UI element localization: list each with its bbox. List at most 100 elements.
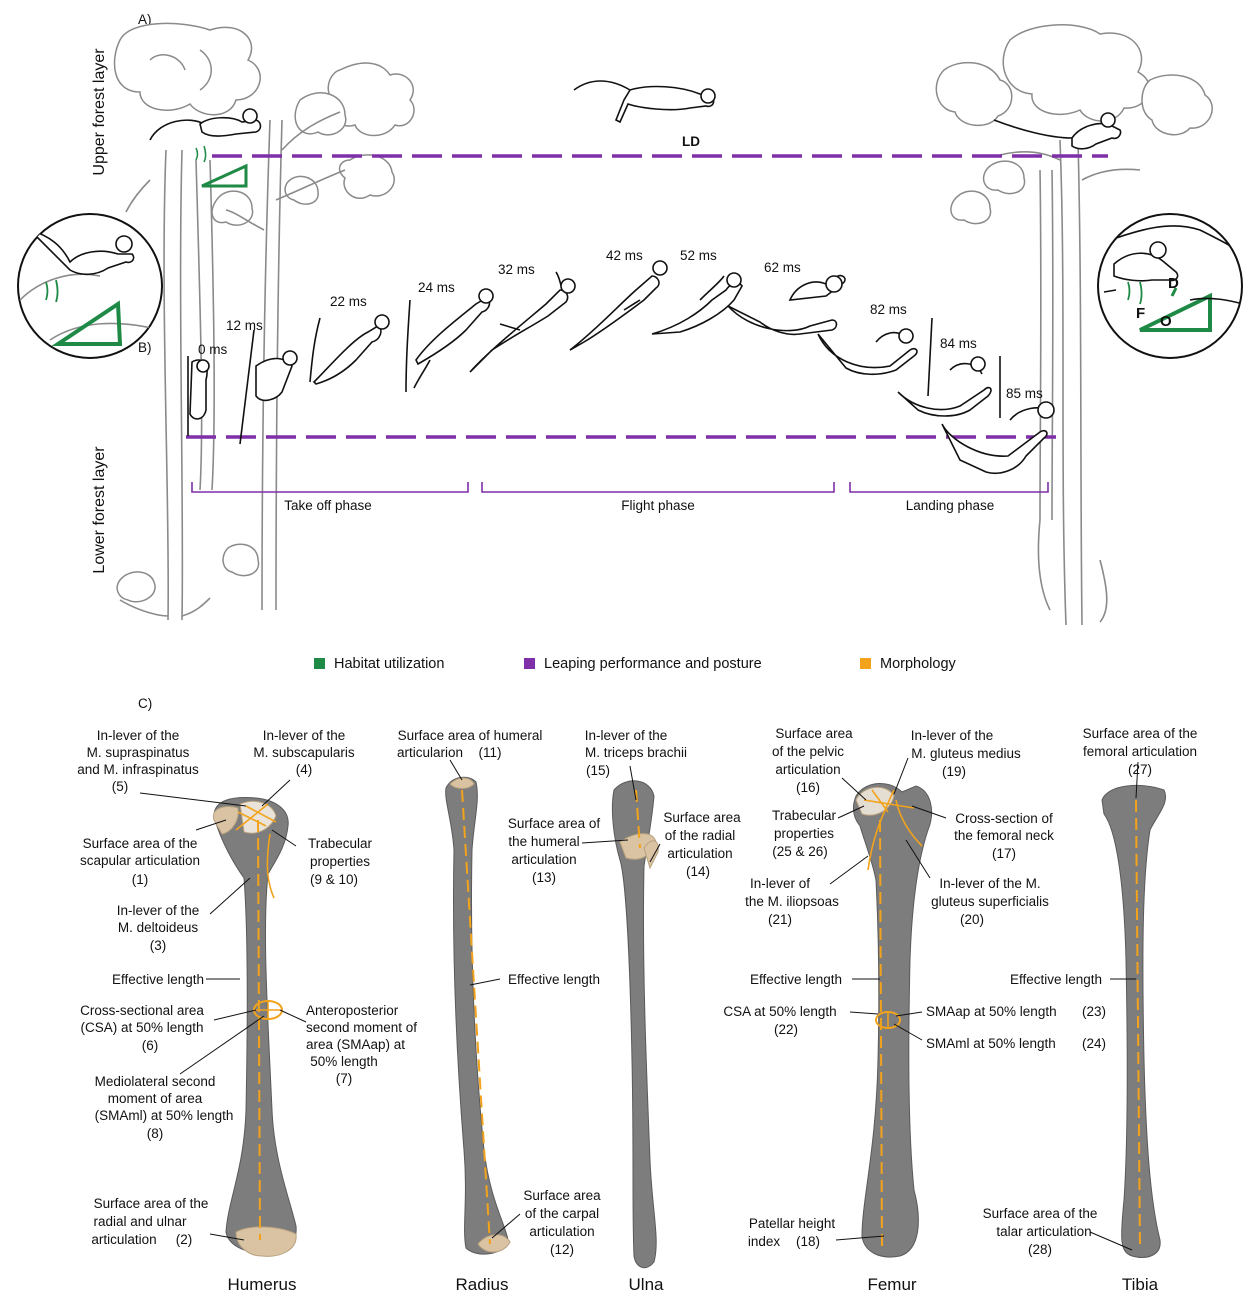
svg-text:(27): (27) (1128, 762, 1152, 777)
bone-name-tibia: Tibia (1122, 1275, 1159, 1294)
svg-text:Effective length: Effective length (508, 972, 600, 987)
frame-label: 82 ms (870, 302, 907, 317)
svg-text:In-lever of the M.: In-lever of the M. (939, 876, 1040, 891)
svg-text:M. gluteus medius: M. gluteus medius (911, 746, 1021, 761)
svg-text:(9 & 10): (9 & 10) (310, 872, 358, 887)
bone-name-humerus: Humerus (228, 1275, 297, 1294)
bone-name-radius: Radius (456, 1275, 509, 1294)
svg-text:Surface area of the: Surface area of the (83, 836, 198, 851)
phase-takeoff: Take off phase (284, 498, 372, 513)
svg-text:Anteroposterior: Anteroposterior (306, 1003, 399, 1018)
monkey-upper-right (994, 113, 1121, 149)
legend: Habitat utilization Leaping performance … (314, 656, 957, 672)
svg-text:properties: properties (774, 826, 834, 841)
panel-c-label: C) (138, 696, 152, 711)
svg-text:Surface area of: Surface area of (508, 816, 601, 831)
svg-text:the femoral neck: the femoral neck (954, 828, 1054, 843)
svg-text:Cross-sectional area: Cross-sectional area (80, 1003, 204, 1018)
svg-text:of the carpal: of the carpal (525, 1206, 599, 1221)
svg-text:(16): (16) (796, 780, 820, 795)
svg-text:the M. iliopsoas: the M. iliopsoas (745, 894, 839, 909)
svg-text:Cross-section of: Cross-section of (955, 811, 1053, 826)
frame-label: 12 ms (226, 318, 263, 333)
svg-text:Trabecular: Trabecular (308, 836, 373, 851)
svg-text:index: index (748, 1234, 781, 1249)
svg-text:(28): (28) (1028, 1242, 1052, 1257)
legend-swatch-habitat (314, 658, 325, 669)
leap-sequence (188, 261, 1054, 473)
svg-text:(3): (3) (150, 938, 167, 953)
phase-brackets (192, 482, 1048, 492)
svg-text:femoral articulation: femoral articulation (1083, 744, 1197, 759)
bone-names: Humerus Radius Ulna Femur Tibia (228, 1275, 1159, 1294)
svg-text:(17): (17) (992, 846, 1016, 861)
ld-label: LD (682, 134, 700, 149)
legend-swatch-leaping (524, 658, 535, 669)
inset-right: D F O (1098, 214, 1244, 358)
svg-text:M. triceps brachii: M. triceps brachii (585, 745, 687, 760)
svg-text:(18): (18) (796, 1234, 820, 1249)
svg-text:articularion: articularion (397, 745, 463, 760)
tibia-bone (1102, 785, 1166, 1257)
panel-b-label: B) (138, 340, 152, 355)
svg-text:area (SMAap) at: area (SMAap) at (306, 1037, 405, 1052)
svg-text:(6): (6) (142, 1038, 159, 1053)
svg-text:(22): (22) (774, 1022, 798, 1037)
femur-bone (853, 783, 931, 1257)
svg-text:(19): (19) (942, 764, 966, 779)
phase-landing: Landing phase (906, 498, 995, 513)
frame-label: 0 ms (198, 342, 228, 357)
upper-layer-label: Upper forest layer (91, 48, 108, 176)
svg-text:articulation: articulation (91, 1232, 156, 1247)
svg-text:(7): (7) (336, 1071, 353, 1086)
legend-leaping: Leaping performance and posture (544, 656, 762, 672)
svg-text:(24): (24) (1082, 1036, 1106, 1051)
bone-name-femur: Femur (867, 1275, 916, 1294)
svg-text:Trabecular: Trabecular (772, 808, 837, 823)
svg-text:Surface area of humeral: Surface area of humeral (398, 728, 543, 743)
svg-text:articulation: articulation (667, 846, 732, 861)
frame-label: 84 ms (940, 336, 977, 351)
svg-text:SMAap at 50% length: SMAap at 50% length (926, 1004, 1057, 1019)
svg-text:In-lever of the: In-lever of the (585, 728, 668, 743)
left-tree (115, 23, 415, 620)
svg-text:In-lever of the: In-lever of the (97, 728, 180, 743)
phase-flight: Flight phase (621, 498, 695, 513)
svg-text:(CSA) at 50% length: (CSA) at 50% length (80, 1020, 203, 1035)
svg-text:Surface area: Surface area (663, 810, 741, 825)
tibia-labels: Surface area of the femoral articulation… (983, 726, 1198, 1257)
svg-text:(15): (15) (586, 763, 610, 778)
svg-text:M. deltoideus: M. deltoideus (118, 920, 199, 935)
svg-text:(11): (11) (478, 745, 501, 760)
svg-text:CSA at 50% length: CSA at 50% length (723, 1004, 836, 1019)
bone-name-ulna: Ulna (629, 1275, 665, 1294)
svg-text:M. subscapularis: M. subscapularis (253, 745, 355, 760)
inset-f-label: F (1136, 305, 1145, 322)
habitat-triangle-left (202, 166, 246, 186)
svg-text:Surface area of the: Surface area of the (983, 1206, 1098, 1221)
frame-label: 22 ms (330, 294, 367, 309)
svg-text:In-lever of: In-lever of (750, 876, 810, 891)
svg-text:(21): (21) (768, 912, 792, 927)
svg-text:(20): (20) (960, 912, 984, 927)
svg-text:Surface area: Surface area (775, 726, 853, 741)
svg-text:and M. infraspinatus: and M. infraspinatus (77, 762, 199, 777)
svg-text:In-lever of the: In-lever of the (117, 903, 200, 918)
svg-text:Effective length: Effective length (750, 972, 842, 987)
svg-text:Surface area of the: Surface area of the (94, 1196, 209, 1211)
svg-text:SMAml at 50% length: SMAml at 50% length (926, 1036, 1056, 1051)
svg-text:In-lever of the: In-lever of the (911, 728, 994, 743)
radius-bone (446, 777, 510, 1254)
svg-text:(1): (1) (132, 872, 149, 887)
svg-text:(8): (8) (147, 1126, 164, 1141)
svg-text:(12): (12) (550, 1242, 574, 1257)
frame-label: 62 ms (764, 260, 801, 275)
svg-text:moment of area: moment of area (108, 1091, 203, 1106)
svg-text:scapular articulation: scapular articulation (80, 853, 200, 868)
radius-labels: Surface area of humeral articularion (11… (397, 728, 601, 1257)
svg-text:Effective length: Effective length (1010, 972, 1102, 987)
humerus-bone (213, 798, 296, 1257)
svg-text:gluteus superficialis: gluteus superficialis (931, 894, 1049, 909)
svg-text:(SMAml) at 50% length: (SMAml) at 50% length (95, 1108, 234, 1123)
ulna-bone (612, 781, 658, 1268)
